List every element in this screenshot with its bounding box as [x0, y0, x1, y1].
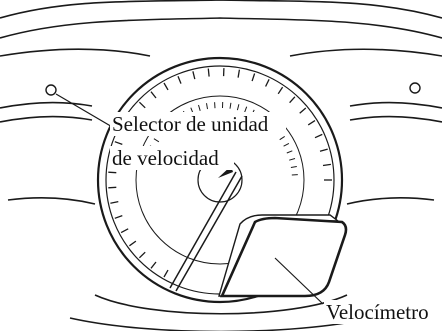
outer-tick: [314, 133, 323, 139]
outer-tick: [289, 96, 296, 104]
inner-tick: [289, 158, 296, 161]
digital-speed-display: [218, 214, 348, 298]
outer-tick: [163, 269, 169, 278]
speedometer-label: Velocímetro: [326, 300, 429, 324]
inner-tick: [283, 142, 290, 147]
outer-tick: [299, 107, 307, 114]
inner-tick: [198, 104, 201, 111]
needle: [169, 171, 243, 292]
unit-selector-label-line2: de velocidad: [112, 146, 219, 170]
callout-lines: [55, 93, 324, 305]
outer-tick: [138, 101, 146, 109]
outer-tick: [177, 75, 182, 84]
inner-tick: [286, 150, 293, 154]
outer-tick: [237, 69, 241, 78]
inner-tick: [244, 106, 248, 113]
inner-tick: [206, 103, 208, 110]
right-indicator-icon: [409, 82, 421, 94]
outer-tick: [192, 71, 196, 80]
left-indicator-icon: [45, 84, 57, 96]
unit-selector-label-line1: Selector de unidad: [112, 112, 269, 136]
outer-tick: [163, 82, 169, 91]
outer-tick: [108, 186, 117, 189]
inner-tick: [290, 166, 297, 168]
label-background: [324, 300, 442, 324]
outer-tick: [129, 240, 137, 247]
outer-tick: [120, 228, 129, 234]
outer-tick: [319, 148, 328, 152]
outer-tick: [265, 79, 270, 87]
outer-tick: [150, 91, 157, 99]
outer-tick: [138, 251, 146, 259]
inner-tick: [229, 102, 232, 109]
callout-labels: Selector de unidad de velocidad Velocíme…: [110, 112, 442, 324]
outer-tick: [207, 68, 210, 77]
inner-tick: [153, 138, 160, 143]
outer-tick: [322, 163, 331, 167]
outer-tick: [114, 214, 123, 219]
label-background: [110, 146, 234, 170]
outer-scale-ticks: [108, 68, 332, 278]
outer-tick: [307, 120, 316, 126]
outer-tick: [110, 200, 119, 204]
outer-tick: [114, 141, 123, 146]
outer-tick: [150, 261, 157, 269]
label-background: [110, 112, 286, 136]
outer-tick: [277, 86, 284, 95]
inner-tick: [236, 104, 240, 111]
inner-tick: [279, 135, 285, 141]
outer-tick: [251, 73, 256, 82]
outer-tick: [108, 171, 117, 174]
